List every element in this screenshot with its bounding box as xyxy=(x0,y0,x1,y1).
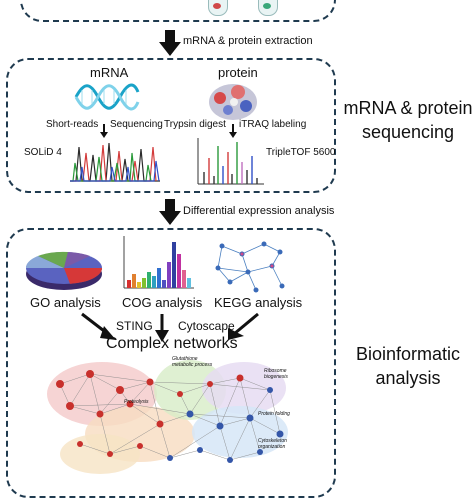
go-analysis-label: GO analysis xyxy=(30,295,101,310)
sequencing-chromatogram xyxy=(70,142,160,182)
cog-analysis-label: COG analysis xyxy=(122,295,203,310)
tripletof-label: TripleTOF 5600 xyxy=(266,147,336,158)
mass-spectrum-chart xyxy=(197,138,264,185)
bioinformatic-side-label: Bioinformatic analysis xyxy=(342,342,474,391)
cytoscape-label: Cytoscape xyxy=(178,319,235,333)
kegg-network-icon xyxy=(215,241,285,293)
sequencing-side-line1: mRNA & protein xyxy=(343,98,473,118)
sting-label: STING xyxy=(116,319,153,333)
down-arrow-icon xyxy=(100,124,108,138)
network-label-glutathione: Glutathione metabolic process xyxy=(172,356,213,368)
short-reads-label: Short-reads xyxy=(46,119,99,130)
trypsin-label: Trypsin digest xyxy=(164,119,226,130)
complex-network-graph xyxy=(47,360,288,474)
down-arrow-icon xyxy=(229,124,237,138)
network-label-cytoskeleton: Cytoskeleton organization xyxy=(258,438,287,450)
network-label-ribosome: Ribosome biogenesis xyxy=(264,368,288,380)
protein-structure-icon xyxy=(209,84,257,120)
down-arrow-icon xyxy=(159,30,181,56)
sequencing-panel xyxy=(6,58,336,193)
complex-networks-label: Complex networks xyxy=(106,335,238,352)
extraction-label: mRNA & protein extraction xyxy=(183,35,313,47)
bioinformatic-side-line2: analysis xyxy=(375,368,441,389)
sample-panel xyxy=(20,0,336,22)
converging-arrows xyxy=(81,312,259,342)
itraq-label: iTRAQ labeling xyxy=(239,119,307,130)
dna-helix-icon xyxy=(74,83,140,111)
solid-label: SOLiD 4 xyxy=(24,147,62,158)
sequencing-side-line2: sequencing xyxy=(361,122,455,143)
network-label-proteolysis: Proteolysis xyxy=(124,399,149,405)
go-pie-chart xyxy=(25,251,103,290)
network-label-folding: Protein folding xyxy=(258,411,290,417)
down-arrow-icon xyxy=(159,199,181,225)
protein-title: protein xyxy=(218,65,258,80)
differential-label: Differential expression analysis xyxy=(183,205,335,217)
kegg-analysis-label: KEGG analysis xyxy=(214,295,303,310)
test-tube-icon xyxy=(258,0,278,16)
bioinformatic-side-line1: Bioinformatic xyxy=(355,344,461,364)
mrna-title: mRNA xyxy=(90,65,129,80)
sequencing-label: Sequencing xyxy=(110,119,163,130)
cog-bar-chart xyxy=(123,236,194,289)
sequencing-side-label: mRNA & protein sequencing xyxy=(342,96,474,145)
test-tube-icon xyxy=(208,0,228,16)
